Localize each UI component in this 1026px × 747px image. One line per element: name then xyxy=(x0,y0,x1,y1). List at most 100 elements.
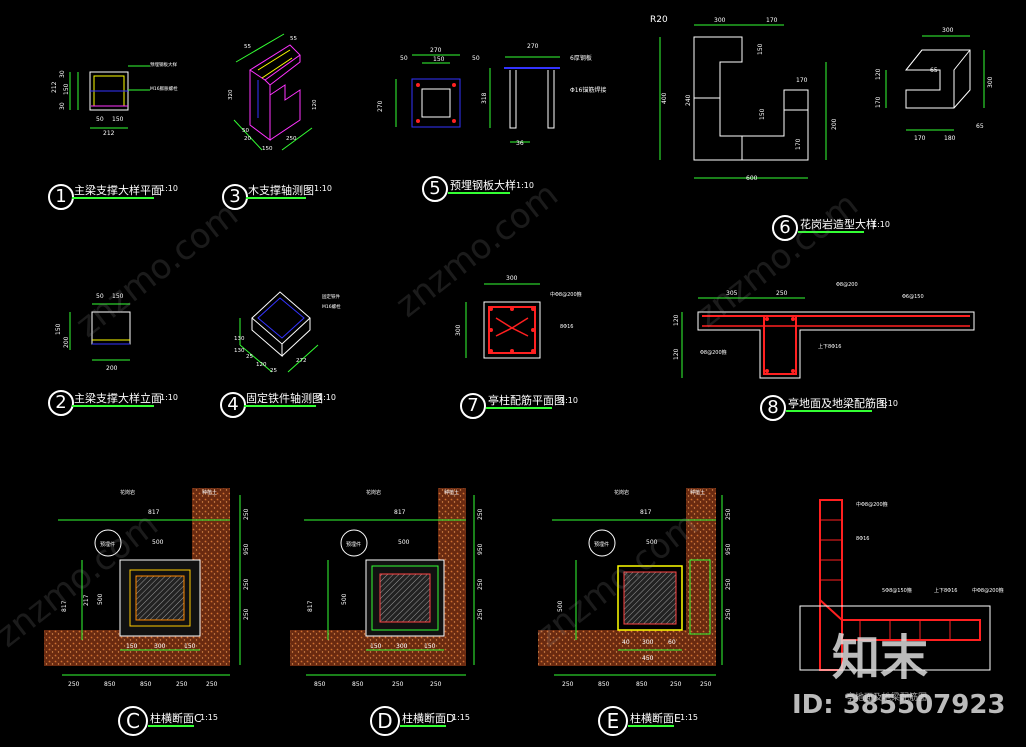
watermark-brand-logo: 知末 xyxy=(832,630,929,686)
svg-text:预埋件: 预埋件 xyxy=(100,541,115,548)
detail-scale-6: 1:10 xyxy=(872,220,890,229)
detail-5-plan xyxy=(395,54,461,128)
detail-scale-5: 1:10 xyxy=(516,181,534,190)
svg-text:65: 65 xyxy=(930,67,938,74)
detail-title-6: 花岗岩造型大样 xyxy=(800,218,877,231)
svg-text:150: 150 xyxy=(757,43,764,55)
svg-text:中Φ8@200箍: 中Φ8@200箍 xyxy=(550,291,582,298)
svg-text:817: 817 xyxy=(640,509,652,516)
detail-8-drawing xyxy=(681,297,975,379)
svg-text:55: 55 xyxy=(290,36,297,42)
detail-5-notes: 6厚钢板 Φ16锚筋焊接 xyxy=(570,54,606,94)
detail-2-drawing xyxy=(69,303,131,361)
svg-text:150: 150 xyxy=(126,643,138,650)
svg-text:上下8Φ16: 上下8Φ16 xyxy=(934,587,957,594)
svg-text:270: 270 xyxy=(430,47,442,54)
detail-6-elevation xyxy=(659,24,827,179)
svg-text:320: 320 xyxy=(228,89,234,100)
svg-text:950: 950 xyxy=(725,543,732,555)
svg-text:预埋件: 预埋件 xyxy=(346,541,361,548)
svg-text:300: 300 xyxy=(942,27,954,34)
detail-9-notes: 中Φ8@200箍 8Φ16 5Φ8@150箍 上下8Φ16 中Φ8@200箍 xyxy=(856,501,1004,594)
svg-text:170: 170 xyxy=(875,96,882,108)
svg-text:8Φ16: 8Φ16 xyxy=(856,536,869,542)
svg-text:250: 250 xyxy=(725,508,732,520)
svg-text:种植土: 种植土 xyxy=(444,489,459,496)
svg-text:950: 950 xyxy=(243,543,250,555)
svg-text:500: 500 xyxy=(97,593,104,605)
section-d-drawing xyxy=(290,488,475,676)
svg-text:30: 30 xyxy=(59,70,66,78)
svg-text:500: 500 xyxy=(152,539,164,546)
svg-text:150: 150 xyxy=(424,643,436,650)
svg-text:花岗岩: 花岗岩 xyxy=(366,489,381,496)
svg-text:M16膨胀螺栓: M16膨胀螺栓 xyxy=(150,85,178,92)
detail-number-6: 6 xyxy=(772,215,798,241)
svg-text:170: 170 xyxy=(766,17,778,24)
detail-7-dims: 300 300 xyxy=(455,275,518,336)
svg-text:300: 300 xyxy=(455,324,462,336)
svg-text:200: 200 xyxy=(831,118,838,130)
detail-underline-8 xyxy=(786,410,872,412)
detail-number-d: D xyxy=(370,706,400,736)
svg-text:150: 150 xyxy=(759,108,766,120)
detail-title-4: 固定铁件轴测图 xyxy=(246,392,323,405)
svg-text:850: 850 xyxy=(598,681,610,688)
svg-text:预埋件: 预埋件 xyxy=(594,541,609,548)
detail-underline-2 xyxy=(72,405,154,407)
svg-text:150: 150 xyxy=(184,643,196,650)
svg-text:预埋钢板大样: 预埋钢板大样 xyxy=(150,61,177,68)
detail-1-drawing xyxy=(69,65,150,129)
detail-scale-e: 1:15 xyxy=(680,713,698,722)
svg-text:250: 250 xyxy=(392,681,404,688)
detail-scale-d: 1:15 xyxy=(452,713,470,722)
detail-3-drawing xyxy=(233,33,313,151)
svg-text:180: 180 xyxy=(944,135,956,142)
svg-text:817: 817 xyxy=(307,600,314,612)
detail-number-2: 2 xyxy=(48,390,74,416)
svg-text:种植土: 种植土 xyxy=(690,489,705,496)
svg-text:20: 20 xyxy=(244,136,251,142)
svg-text:130: 130 xyxy=(234,336,245,342)
svg-text:6厚钢板: 6厚钢板 xyxy=(570,54,592,62)
svg-text:200: 200 xyxy=(106,365,118,372)
watermark-id: ID: 385507923 xyxy=(792,690,1006,720)
svg-text:8Φ16: 8Φ16 xyxy=(560,324,573,330)
sections-notes: 花岗岩种植土 预埋件 花岗岩种植土 预埋件 花岗岩种植土 预埋件 xyxy=(100,489,705,548)
svg-text:250: 250 xyxy=(725,608,732,620)
detail-underline-e xyxy=(628,725,674,727)
detail-title-2: 主梁支撑大样立面 xyxy=(74,392,162,405)
detail-7-notes: 中Φ8@200箍 8Φ16 xyxy=(550,291,582,330)
svg-text:60: 60 xyxy=(668,639,676,646)
svg-text:817: 817 xyxy=(61,600,68,612)
svg-text:200: 200 xyxy=(63,336,70,348)
detail-scale-3: 1:10 xyxy=(314,184,332,193)
svg-text:850: 850 xyxy=(314,681,326,688)
svg-text:中Φ8@200箍: 中Φ8@200箍 xyxy=(856,501,888,508)
detail-1-notes: 预埋钢板大样 M16膨胀螺栓 xyxy=(150,61,178,92)
svg-text:250: 250 xyxy=(243,578,250,590)
svg-text:170: 170 xyxy=(795,138,802,150)
svg-text:305: 305 xyxy=(726,290,738,297)
svg-text:500: 500 xyxy=(398,539,410,546)
detail-underline-5 xyxy=(448,192,510,194)
detail-underline-6 xyxy=(798,231,864,233)
detail-underline-4 xyxy=(244,405,316,407)
svg-text:50: 50 xyxy=(242,128,249,134)
svg-text:250: 250 xyxy=(776,290,788,297)
svg-text:300: 300 xyxy=(714,17,726,24)
svg-text:250: 250 xyxy=(176,681,188,688)
svg-text:170: 170 xyxy=(796,77,808,84)
svg-text:130: 130 xyxy=(234,348,245,354)
detail-title-5: 预埋钢板大样 xyxy=(450,179,516,192)
detail-underline-1 xyxy=(72,197,154,199)
svg-text:M16螺栓: M16螺栓 xyxy=(322,303,341,310)
svg-text:300: 300 xyxy=(154,643,166,650)
detail-number-4: 4 xyxy=(220,392,246,418)
svg-text:600: 600 xyxy=(746,175,758,182)
